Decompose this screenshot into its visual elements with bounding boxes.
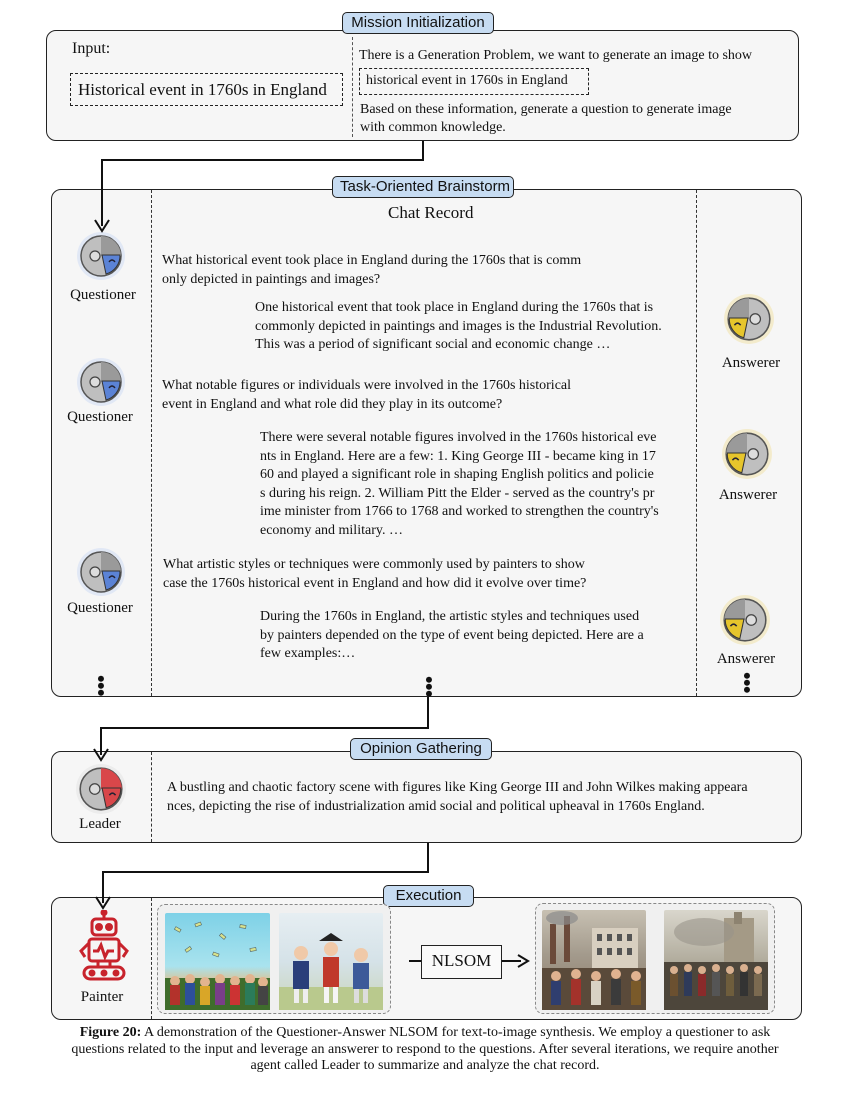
- prompt-line-1: There is a Generation Problem, we want t…: [359, 48, 753, 63]
- caption-prefix: Figure 20:: [79, 1025, 142, 1040]
- prompt-inserted: historical event in 1760s in England: [366, 73, 568, 88]
- stage-tag-opinion: Opinion Gathering: [350, 738, 492, 760]
- stage-tag-mission: Mission Initialization: [342, 12, 494, 34]
- answer-3: During the 1760s in England, the artisti…: [260, 609, 644, 661]
- execution-divider: [151, 898, 152, 1019]
- mission-panel: [46, 30, 799, 141]
- questioner-icon: [77, 232, 125, 280]
- answerer-icon: [720, 595, 770, 645]
- factory-painting-icon: [542, 911, 646, 1010]
- questioner-avatar-2: [76, 357, 126, 407]
- painter-avatar: [76, 909, 132, 984]
- answerer-avatar-3: [719, 594, 771, 646]
- input-value: Historical event in 1760s in England: [78, 80, 327, 99]
- nlsom-out-arrow: [502, 954, 530, 968]
- answer-1: One historical event that took place in …: [255, 300, 662, 352]
- brainstorm-right-divider: [696, 190, 697, 696]
- answerer-label-1: Answerer: [721, 355, 781, 371]
- nlsom-box: [421, 945, 502, 979]
- questioner-more-dots: •••: [97, 666, 105, 705]
- chat-more-dots: •••: [425, 667, 433, 706]
- crowd-town-painting-icon: [664, 912, 768, 1010]
- answer-2: There were several notable figures invol…: [260, 430, 659, 538]
- robot-painter-icon: [79, 909, 129, 981]
- answerer-more-dots: •••: [743, 663, 751, 702]
- generated-image-4: [664, 910, 768, 1010]
- generated-image-1: [165, 913, 270, 1010]
- prompt-inserted-box: [359, 68, 589, 95]
- stage-tag-execution: Execution: [383, 885, 474, 907]
- brainstorm-panel: [51, 189, 802, 697]
- chat-record-title: Chat Record: [388, 203, 474, 222]
- answerer-icon: [724, 294, 774, 344]
- answerer-label-2: Answerer: [718, 487, 778, 503]
- questioner-label-2: Questioner: [67, 409, 133, 425]
- answerer-avatar-2: [721, 428, 773, 480]
- painter-label: Painter: [80, 989, 124, 1005]
- opinion-panel: [51, 751, 802, 843]
- nlsom-in-arrow: [409, 960, 423, 962]
- generated-image-3: [542, 910, 646, 1010]
- answerer-avatar-1: [723, 293, 775, 345]
- question-2: What notable figures or individuals were…: [162, 378, 572, 412]
- questioner-label-3: Questioner: [67, 600, 133, 616]
- leader-label: Leader: [79, 816, 121, 832]
- input-label: Input:: [72, 40, 111, 57]
- questioner-label-1: Questioner: [70, 287, 136, 303]
- prompt-line-2: Based on these information, generate a q…: [360, 102, 732, 117]
- answerer-icon: [722, 429, 772, 479]
- opinion-divider: [151, 752, 152, 842]
- figures-painting-icon: [279, 933, 383, 1010]
- crowd-painting-icon: [165, 921, 270, 1010]
- answerer-label-3: Answerer: [716, 651, 776, 667]
- nlsom-label: NLSOM: [431, 951, 492, 970]
- generated-image-2: [279, 913, 383, 1010]
- brainstorm-left-divider: [151, 190, 152, 696]
- question-1: What historical event took place in Engl…: [162, 253, 582, 287]
- questioner-avatar-3: [76, 547, 126, 597]
- questioner-avatar-1: [76, 231, 126, 281]
- input-value-box: [70, 73, 343, 106]
- figure-caption: Figure 20: A demonstration of the Questi…: [71, 1025, 779, 1073]
- questioner-icon: [77, 358, 125, 406]
- prompt-line-3: with common knowledge.: [360, 120, 506, 135]
- leader-summary: A bustling and chaotic factory scene wit…: [167, 780, 748, 814]
- leader-avatar: [75, 763, 127, 815]
- question-3: What artistic styles or techniques were …: [163, 557, 587, 591]
- mission-divider: [352, 37, 353, 137]
- questioner-icon: [77, 548, 125, 596]
- leader-icon: [76, 764, 126, 814]
- stage-tag-brainstorm: Task-Oriented Brainstorm: [332, 176, 514, 198]
